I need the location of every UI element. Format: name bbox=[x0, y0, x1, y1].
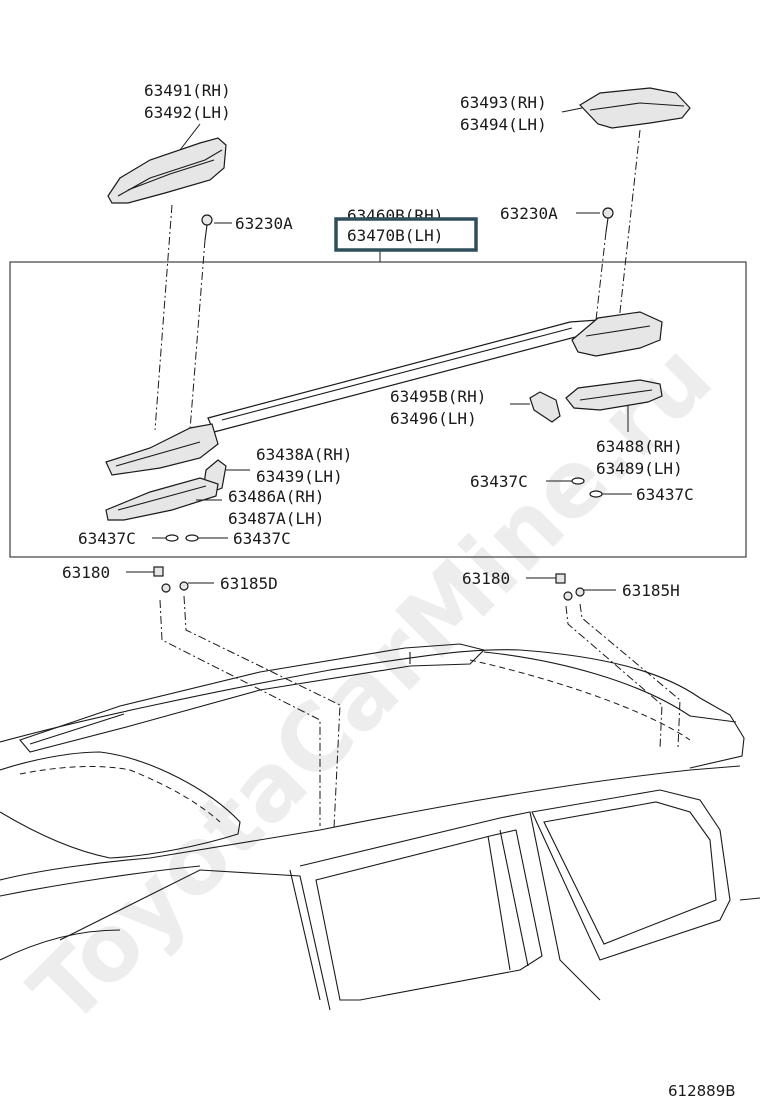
label-63494: 63494(LH) bbox=[460, 115, 547, 134]
nut-right-part[interactable] bbox=[555, 573, 566, 584]
label-63489: 63489(LH) bbox=[596, 459, 683, 478]
screw-left-part[interactable] bbox=[201, 214, 213, 241]
install-line-right bbox=[595, 129, 641, 331]
install-line-car-left bbox=[159, 595, 341, 829]
gasket-right-part[interactable] bbox=[589, 490, 603, 498]
label-63439: 63439(LH) bbox=[256, 467, 343, 486]
label-63495b: 63495B(RH) bbox=[390, 387, 486, 406]
roof-rail-part[interactable] bbox=[105, 311, 663, 476]
label-63230a-right: 63230A bbox=[500, 204, 558, 223]
front-leg-part[interactable] bbox=[105, 477, 219, 521]
label-63487a: 63487A(LH) bbox=[228, 509, 324, 528]
assembly-frame bbox=[9, 261, 747, 558]
watermark: ToyotaCarMine.ru bbox=[10, 323, 732, 1045]
nut-left-part[interactable] bbox=[153, 566, 164, 577]
label-63185d: 63185D bbox=[220, 574, 278, 593]
rear-cover-leader bbox=[561, 107, 583, 113]
label-63437c-right: 63437C bbox=[636, 485, 694, 504]
label-63493: 63493(RH) bbox=[460, 93, 547, 112]
label-front-cover: 63491(RH) 63492(LH) bbox=[144, 81, 231, 122]
label-63437c-left-a: 63437C bbox=[78, 529, 136, 548]
label-63491: 63491(RH) bbox=[144, 81, 231, 100]
rear-end-cover-part[interactable] bbox=[579, 87, 691, 129]
label-rear-cover: 63493(RH) 63494(LH) bbox=[460, 93, 547, 134]
label-63470b-highlighted[interactable]: 63470B(LH) bbox=[347, 226, 443, 245]
label-63496: 63496(LH) bbox=[390, 409, 477, 428]
label-63230a-left: 63230A bbox=[235, 214, 293, 233]
label-63488: 63488(RH) bbox=[596, 437, 683, 456]
install-line-left bbox=[154, 204, 206, 431]
gasket-left-b-part[interactable] bbox=[185, 534, 199, 542]
rear-leg-part[interactable] bbox=[565, 379, 663, 411]
label-63486a: 63486A(RH) bbox=[228, 487, 324, 506]
gasket-left-a-part[interactable] bbox=[165, 534, 179, 542]
vehicle-body bbox=[0, 643, 760, 1011]
figure-code: 612889B bbox=[668, 1082, 736, 1100]
label-63437c-left-b: 63437C bbox=[233, 529, 291, 548]
label-63438a: 63438A(RH) bbox=[256, 445, 352, 464]
label-63437c-mid-right: 63437C bbox=[470, 472, 528, 491]
front-cover-leader bbox=[179, 123, 201, 151]
screw-right-part[interactable] bbox=[602, 207, 614, 233]
label-63492: 63492(LH) bbox=[144, 103, 231, 122]
highlight-box bbox=[334, 217, 478, 252]
label-63180-left: 63180 bbox=[62, 563, 110, 582]
front-end-cover-part[interactable] bbox=[107, 137, 227, 204]
gasket-mid-right-part[interactable] bbox=[571, 477, 585, 485]
label-63185h: 63185H bbox=[622, 581, 680, 600]
bolt-left-part[interactable] bbox=[161, 581, 189, 593]
install-line-car-right bbox=[565, 603, 681, 749]
bracket-part[interactable] bbox=[529, 391, 561, 423]
bolt-right-part[interactable] bbox=[563, 587, 585, 601]
label-63180-right: 63180 bbox=[462, 569, 510, 588]
